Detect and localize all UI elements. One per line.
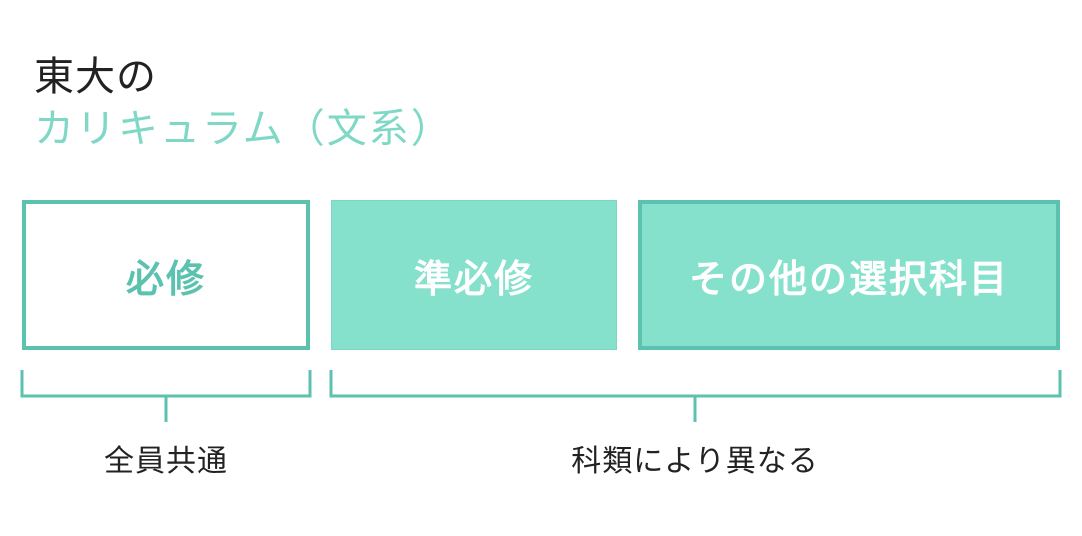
title-line-2: カリキュラム（文系）: [34, 106, 453, 152]
label-common: 全員共通: [104, 444, 228, 479]
label-varies: 科類により異なる: [571, 444, 819, 479]
box-semi-required-label: 準必修: [413, 256, 534, 301]
box-required: 必修: [22, 200, 310, 350]
box-required-label: 必修: [125, 256, 206, 301]
bracket-varies: [329, 370, 1062, 422]
box-elective-label: その他の選択科目: [688, 256, 1009, 301]
box-elective: その他の選択科目: [638, 200, 1060, 350]
bracket-common: [20, 370, 312, 422]
box-semi-required: 準必修: [331, 200, 617, 350]
title-line-1: 東大の: [34, 54, 157, 100]
